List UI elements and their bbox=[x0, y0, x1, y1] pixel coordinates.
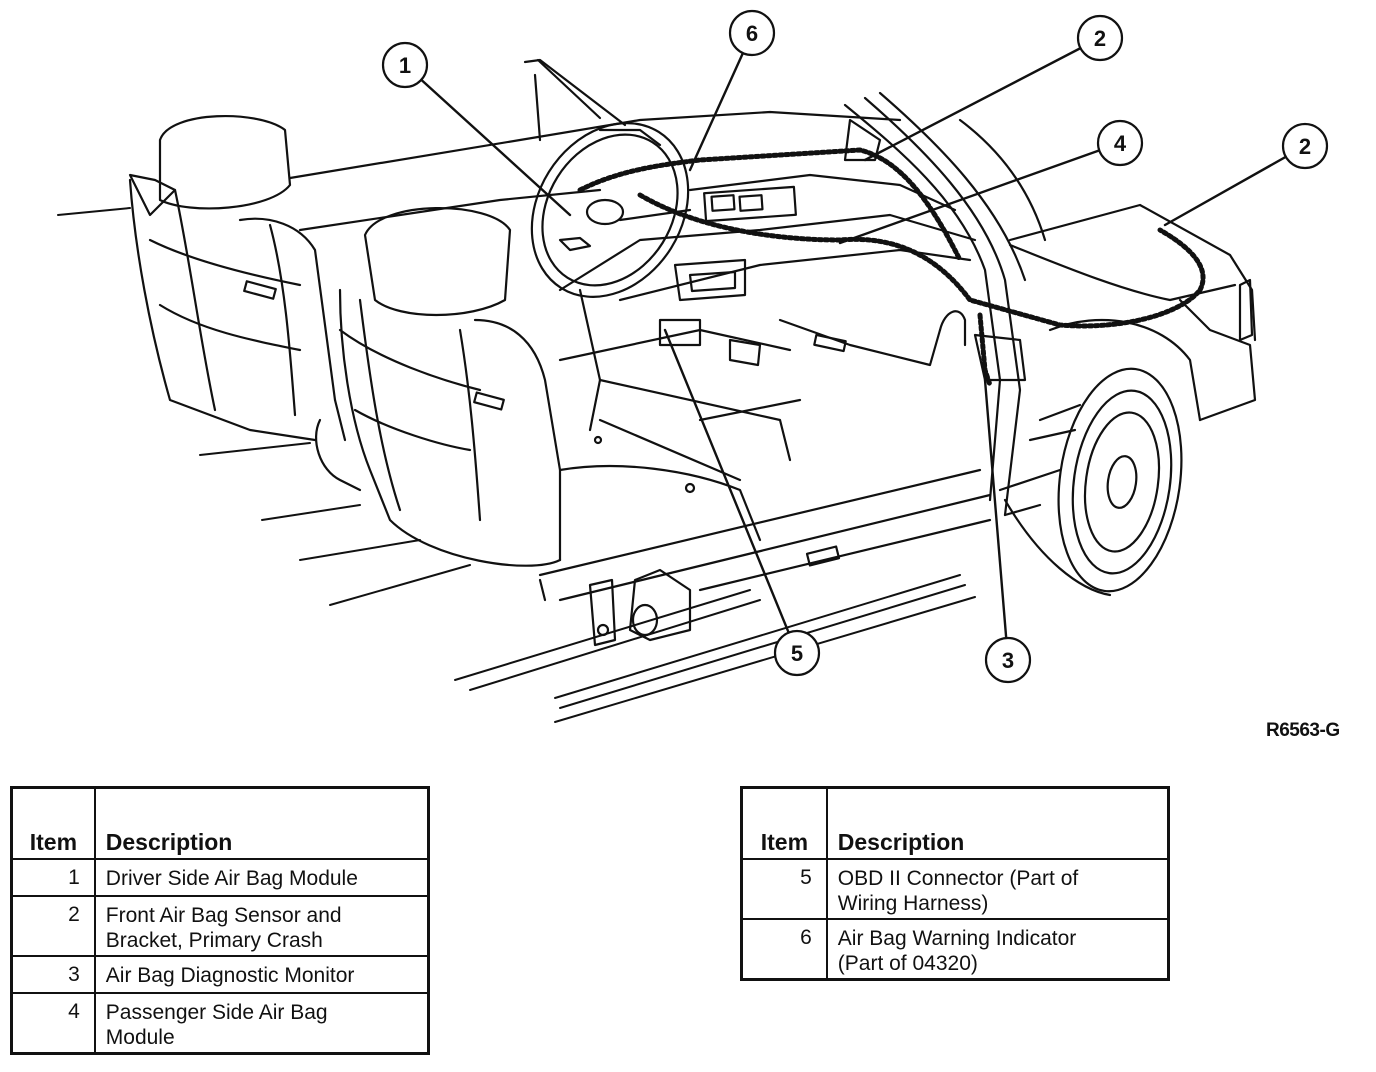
description-line: Front Air Bag Sensor and bbox=[105, 904, 342, 927]
legend-item-number: 6 bbox=[740, 918, 828, 981]
description-line: Module bbox=[105, 1026, 175, 1049]
seat-connectors bbox=[588, 568, 692, 647]
figure-id: R6563-G bbox=[1266, 720, 1340, 741]
passenger-seat bbox=[315, 207, 562, 602]
svg-text:2: 2 bbox=[1094, 26, 1106, 51]
svg-text:1: 1 bbox=[399, 53, 411, 78]
legend-row: 4 Passenger Side Air Bag Module bbox=[10, 992, 430, 1055]
description-line: OBD II Connector (Part of bbox=[837, 867, 1079, 890]
description-line: (Part of 04320) bbox=[837, 952, 978, 975]
floor bbox=[558, 398, 802, 542]
description-line: Bracket, Primary Crash bbox=[105, 929, 323, 952]
legend-table-left: Item Description 1 Driver Side Air Bag M… bbox=[10, 786, 430, 1055]
description-line: Air Bag Diagnostic Monitor bbox=[105, 964, 355, 987]
callout-1: 1 bbox=[381, 41, 429, 89]
legend-row: 1 Driver Side Air Bag Module bbox=[10, 858, 430, 897]
legend-item-description: Passenger Side Air Bag Module bbox=[93, 992, 430, 1055]
description-line: Passenger Side Air Bag bbox=[105, 1001, 328, 1024]
svg-text:4: 4 bbox=[1114, 131, 1127, 156]
legend-item-number: 5 bbox=[740, 858, 828, 920]
legend-item-description: Air Bag Warning Indicator (Part of 04320… bbox=[825, 918, 1170, 981]
dashboard bbox=[558, 118, 977, 462]
car-body-outline bbox=[288, 58, 1257, 517]
callout-2-front: 2 bbox=[1281, 122, 1329, 170]
legend-row: 3 Air Bag Diagnostic Monitor bbox=[10, 955, 430, 994]
legend-table-right: Item Description 5 OBD II Connector (Par… bbox=[740, 786, 1170, 981]
ground-lines bbox=[57, 207, 976, 723]
callout-3: 3 bbox=[984, 636, 1032, 684]
legend-item-description: Driver Side Air Bag Module bbox=[93, 858, 430, 897]
callout-2-rear: 2 bbox=[1076, 14, 1124, 62]
legend-item-number: 2 bbox=[10, 895, 96, 957]
legend-row: 2 Front Air Bag Sensor and Bracket, Prim… bbox=[10, 895, 430, 957]
legend-item-number: 4 bbox=[10, 992, 96, 1055]
svg-text:6: 6 bbox=[746, 21, 758, 46]
legend-header-row: Item Description bbox=[740, 786, 1170, 860]
column-header-item: Item bbox=[10, 786, 96, 860]
description-line: Driver Side Air Bag Module bbox=[105, 867, 358, 890]
column-header-description: Description bbox=[93, 786, 430, 860]
legend-item-description: Front Air Bag Sensor and Bracket, Primar… bbox=[93, 895, 430, 957]
vehicle-interior-illustration: 1 6 2 4 2 5 3 bbox=[57, 9, 1329, 723]
svg-text:3: 3 bbox=[1002, 648, 1014, 673]
driver-seat bbox=[128, 114, 347, 442]
column-header-item: Item bbox=[740, 786, 828, 860]
column-header-description: Description bbox=[825, 786, 1170, 860]
legend-item-description: OBD II Connector (Part of Wiring Harness… bbox=[825, 858, 1170, 920]
leader-lines bbox=[403, 31, 1307, 662]
callout-6: 6 bbox=[728, 9, 776, 57]
front-wheel bbox=[1003, 367, 1183, 597]
legend-item-number: 1 bbox=[10, 858, 96, 897]
legend-header-row: Item Description bbox=[10, 786, 430, 860]
steering-wheel bbox=[530, 122, 692, 298]
legend-item-number: 3 bbox=[10, 955, 96, 994]
callout-5: 5 bbox=[773, 629, 821, 677]
description-line: Air Bag Warning Indicator bbox=[837, 927, 1077, 950]
callout-4: 4 bbox=[1096, 119, 1144, 167]
svg-text:5: 5 bbox=[791, 641, 803, 666]
diagnostic-monitor bbox=[973, 333, 1027, 382]
legend-row: 5 OBD II Connector (Part of Wiring Harne… bbox=[740, 858, 1170, 920]
legend-row: 6 Air Bag Warning Indicator (Part of 043… bbox=[740, 918, 1170, 981]
legend-item-description: Air Bag Diagnostic Monitor bbox=[93, 955, 430, 994]
door-sill bbox=[538, 468, 992, 602]
description-line: Wiring Harness) bbox=[837, 892, 989, 915]
svg-text:2: 2 bbox=[1299, 134, 1311, 159]
